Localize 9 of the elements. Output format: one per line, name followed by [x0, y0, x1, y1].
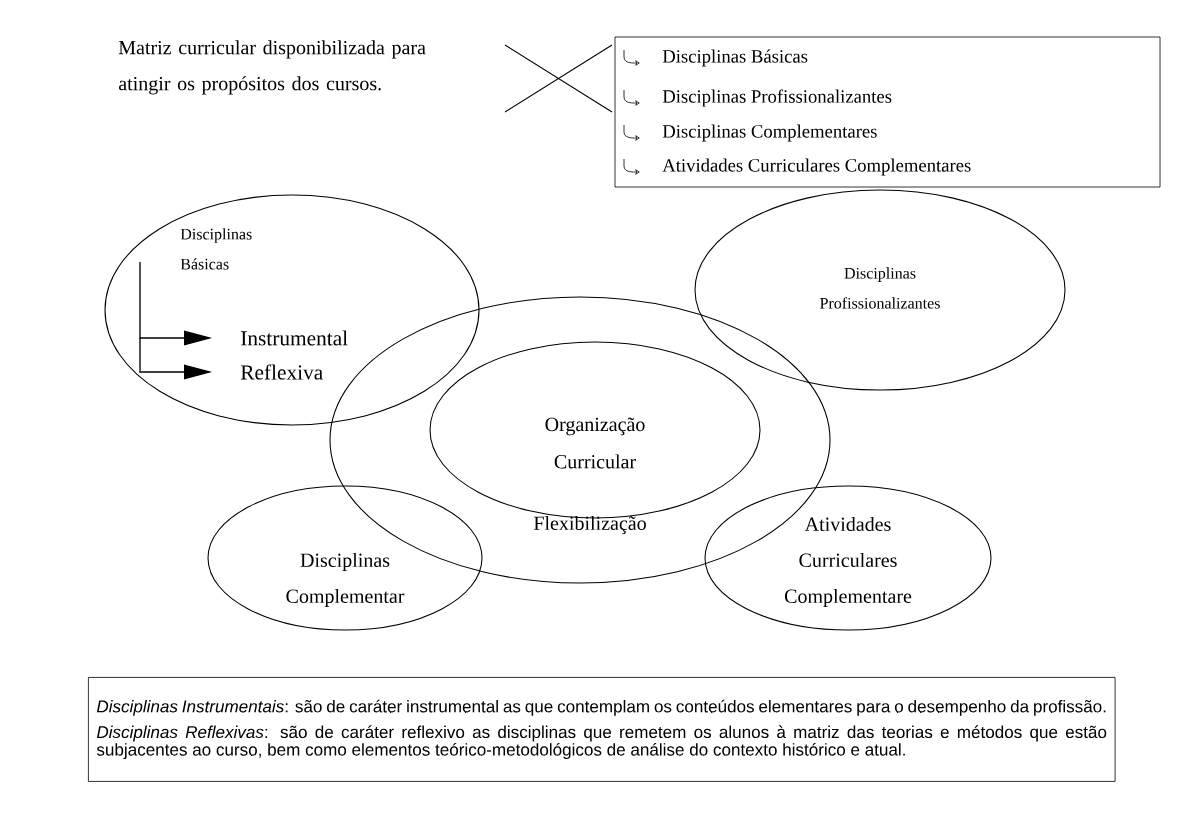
label-text: Reflexiva — [240, 364, 323, 380]
note-box: Disciplinas Instrumentais: são de caráter instrumental as que contemplam os conteúdos elementares para o desempenho da profissão. Disciplinas Reflexivas: são de caráter reflexivo as disciplinas que remetem os alunos à matriz das teorias e métodos que estão subjacentes ao curso, bem como elementos teórico-metodológicos de análise do contexto histórico e atual. — [88, 677, 1116, 782]
label-text: Matriz curricular disponibilizada para atingir os propósitos dos cursos. — [118, 40, 426, 95]
node-label: Disciplinas Profissionalizantes — [662, 89, 892, 107]
node-label: Disciplinas Básicas — [662, 49, 808, 67]
list-box: Disciplinas Básicas Disciplinas Profissionalizantes Disciplinas Complementares Atividades Curriculares Complementares — [614, 36, 1161, 188]
node-label: Disciplinas Complementares — [662, 124, 877, 142]
node-label: Atividades Curriculares Complementares — [662, 158, 971, 176]
label-text: Instrumental — [241, 330, 348, 346]
